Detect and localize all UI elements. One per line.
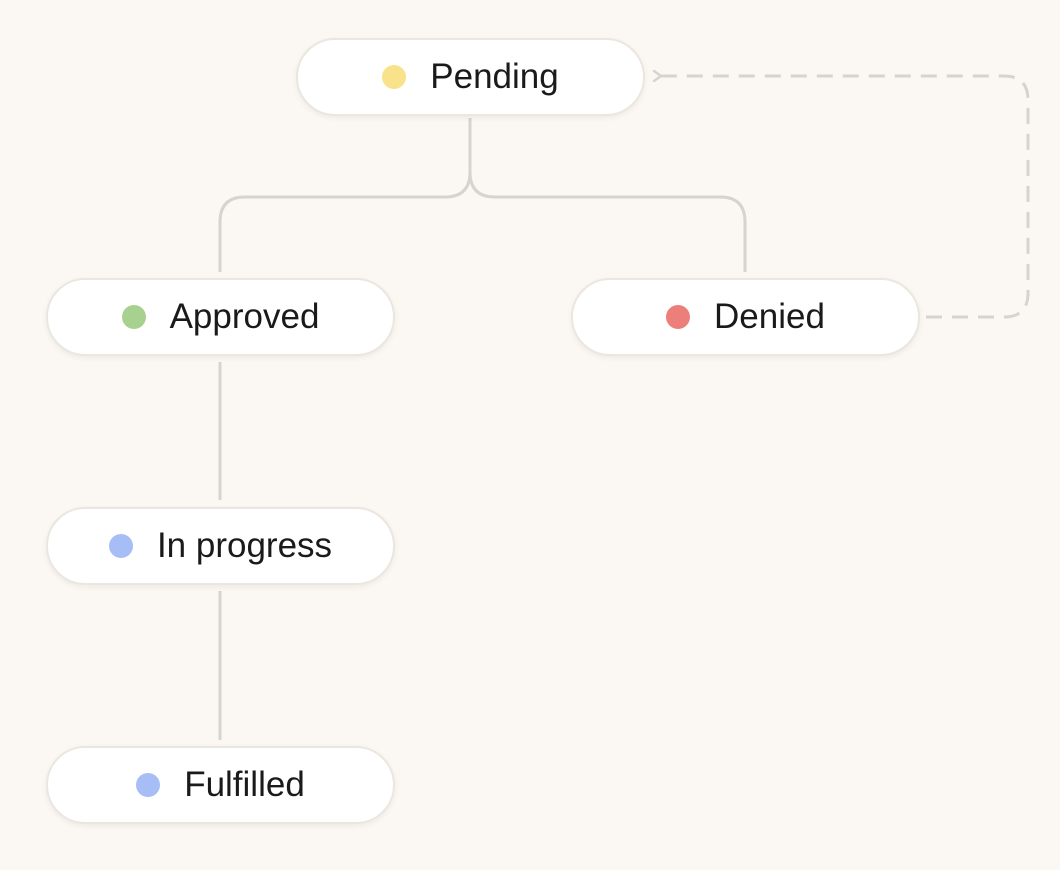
node-pending: Pending	[296, 38, 645, 116]
node-in-progress: In progress	[46, 507, 395, 585]
status-dot-fulfilled	[136, 773, 161, 797]
edge-denied-pending-return	[656, 76, 1030, 319]
node-label-pending: Pending	[430, 57, 559, 96]
node-denied: Denied	[571, 278, 920, 356]
node-label-approved: Approved	[169, 297, 320, 336]
status-dot-approved	[121, 305, 146, 329]
status-dot-denied	[666, 305, 691, 329]
edge-pending-approved	[218, 118, 472, 272]
status-dot-pending	[382, 65, 407, 89]
node-label-fulfilled: Fulfilled	[184, 765, 305, 804]
node-approved: Approved	[46, 278, 395, 356]
status-dot-in-progress	[108, 534, 133, 558]
edge-pending-denied	[468, 118, 747, 272]
node-fulfilled: Fulfilled	[46, 746, 395, 824]
node-label-denied: Denied	[714, 297, 825, 336]
node-label-in-progress: In progress	[156, 526, 333, 565]
